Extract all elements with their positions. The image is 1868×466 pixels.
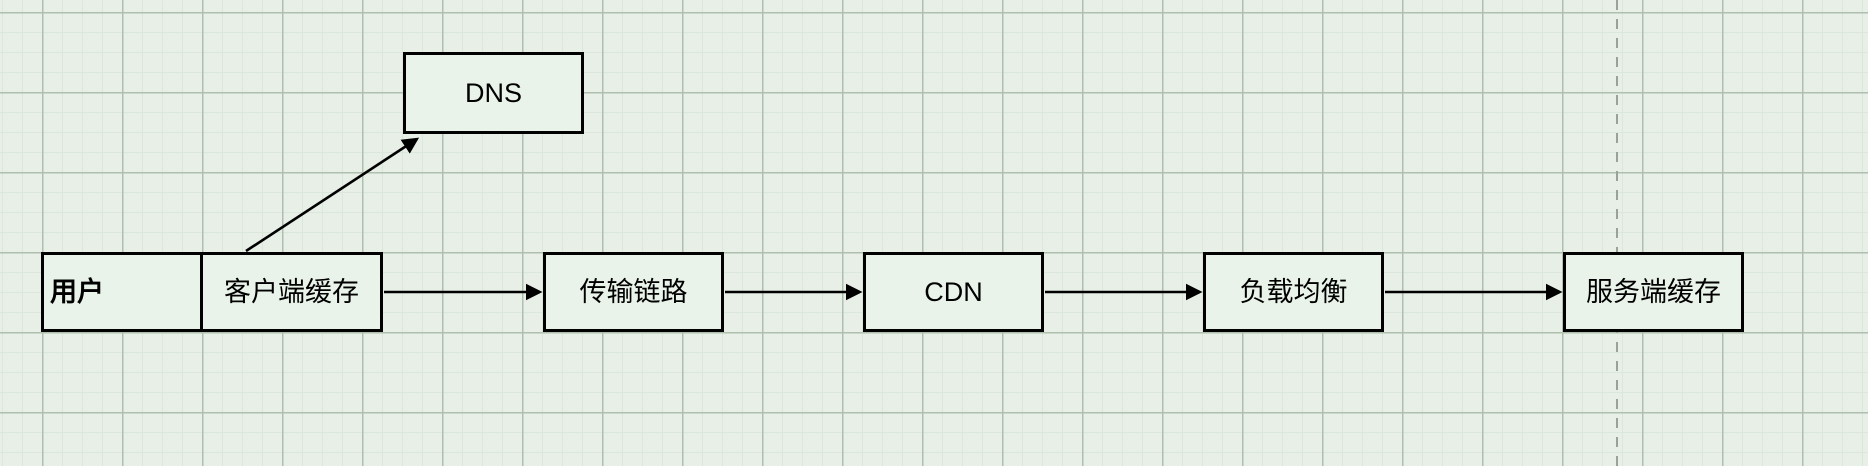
node-client-cache[interactable]: 客户端缓存 (203, 255, 380, 329)
node-transmission-link-label: 传输链路 (579, 276, 688, 307)
node-user-client-cache-group[interactable]: 用户 客户端缓存 (41, 252, 383, 332)
node-server-cache-label: 服务端缓存 (1586, 276, 1721, 307)
node-server-cache[interactable]: 服务端缓存 (1563, 252, 1744, 332)
node-user-label: 用户 (50, 276, 104, 307)
node-cdn-label: CDN (924, 276, 983, 307)
node-load-balancer-label: 负载均衡 (1239, 276, 1348, 307)
node-user[interactable]: 用户 (44, 255, 203, 329)
edge-client-cache-to-dns[interactable] (245, 137, 420, 253)
node-transmission-link[interactable]: 传输链路 (543, 252, 724, 332)
node-dns-label: DNS (464, 77, 522, 108)
node-client-cache-label: 客户端缓存 (224, 276, 359, 307)
node-dns[interactable]: DNS (403, 52, 584, 134)
node-cdn[interactable]: CDN (863, 252, 1044, 332)
node-load-balancer[interactable]: 负载均衡 (1203, 252, 1384, 332)
page-boundary-line (1616, 0, 1618, 466)
